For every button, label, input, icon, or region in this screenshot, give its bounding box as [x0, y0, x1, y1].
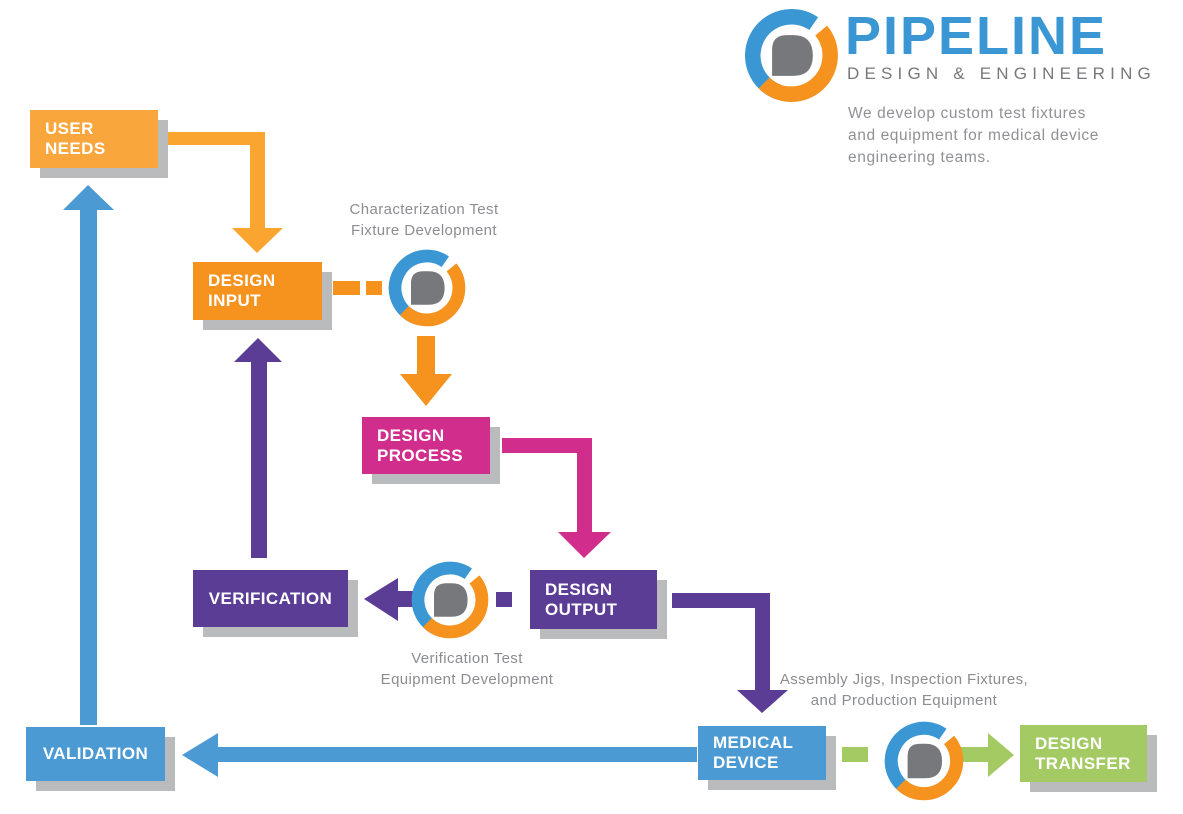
brand-tagline: We develop custom test fixtures and equi…	[848, 103, 1099, 169]
tagline-line: engineering teams.	[848, 149, 991, 166]
dash-design-output-to-icon	[496, 592, 512, 607]
box-design-output: DESIGN OUTPUT	[530, 570, 657, 629]
arrow-user-needs-to-design-input	[167, 132, 283, 253]
arrow-icon-to-verification	[364, 578, 414, 621]
box-label-line: MEDICAL	[713, 733, 794, 752]
note-line: Characterization Test	[349, 201, 499, 218]
dash-medical-device-to-icon	[842, 747, 868, 762]
arrow-icon-to-design-process	[400, 336, 452, 406]
dash-design-input-to-icon-1	[333, 281, 360, 295]
box-design-input: DESIGN INPUT	[193, 262, 322, 320]
box-label-line: NEEDS	[45, 139, 106, 158]
box-user-needs: USER NEEDS	[30, 110, 158, 168]
note-line: Assembly Jigs, Inspection Fixtures,	[779, 671, 1029, 688]
arrow-verification-to-design-input	[234, 338, 282, 558]
box-design-transfer: DESIGN TRANSFER	[1020, 725, 1147, 782]
box-label-line: DESIGN	[377, 425, 445, 445]
arrow-design-process-to-design-output	[502, 438, 611, 558]
box-label-line: USER	[45, 119, 94, 138]
pipeline-logo-icon	[743, 7, 840, 104]
box-label-line: DEVICE	[713, 753, 779, 772]
tagline-line: We develop custom test fixtures	[848, 105, 1086, 122]
process-icon-verification	[410, 560, 490, 640]
box-validation: VALIDATION	[26, 727, 165, 781]
note-line: Equipment Development	[380, 671, 554, 688]
arrow-medical-device-to-validation	[182, 733, 697, 777]
note-characterization: Characterization Test Fixture Developmen…	[349, 199, 498, 241]
box-verification: VERIFICATION	[193, 570, 348, 627]
dash-design-input-to-icon-2	[366, 281, 382, 295]
process-icon-characterization	[387, 248, 467, 328]
note-line: and Production Equipment	[810, 692, 998, 709]
arrow-icon-to-design-transfer	[960, 733, 1014, 777]
box-label-line: TRANSFER	[1035, 753, 1131, 773]
box-label-line: DESIGN	[1035, 733, 1103, 753]
box-label-line: DESIGN	[545, 579, 613, 599]
box-label-line: PROCESS	[377, 445, 463, 465]
box-label-line: OUTPUT	[545, 599, 618, 619]
note-line: Fixture Development	[351, 222, 497, 239]
box-design-process: DESIGN PROCESS	[362, 417, 490, 474]
tagline-line: and equipment for medical device	[848, 127, 1099, 144]
note-verification-test: Verification Test Equipment Development	[381, 648, 554, 690]
box-label-line: VALIDATION	[42, 744, 149, 763]
box-medical-device: MEDICAL DEVICE	[698, 726, 826, 780]
brand-name: PIPELINE	[845, 6, 1108, 66]
box-label-line: DESIGN	[208, 271, 276, 290]
process-icon-production	[883, 720, 965, 802]
arrow-design-output-to-medical-device	[672, 593, 788, 713]
note-line: Verification Test	[411, 650, 523, 667]
note-assembly: Assembly Jigs, Inspection Fixtures, and …	[780, 669, 1028, 711]
box-label-line: VERIFICATION	[208, 588, 333, 608]
brand-subtitle: DESIGN & ENGINEERING	[847, 64, 1156, 83]
arrow-validation-to-user-needs	[63, 185, 114, 725]
box-label-line: INPUT	[208, 291, 261, 310]
